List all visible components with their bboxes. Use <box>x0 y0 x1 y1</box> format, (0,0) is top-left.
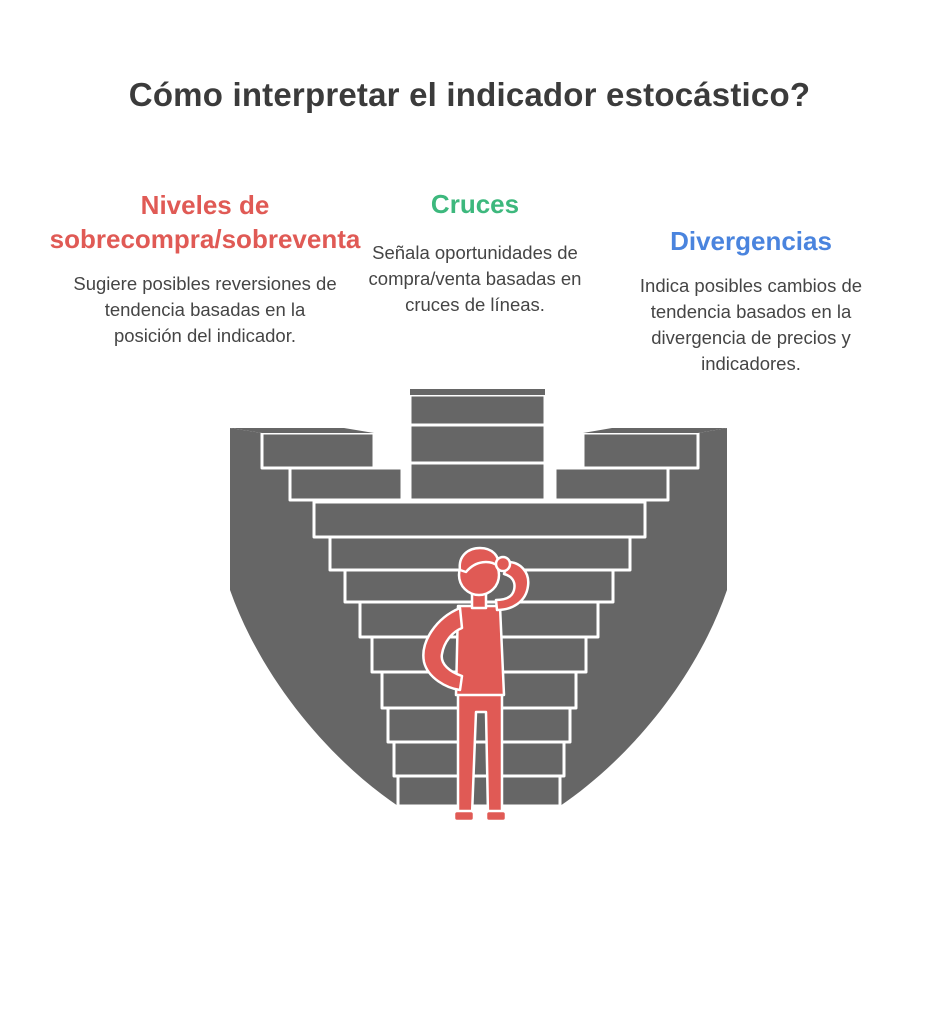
thinking-person-icon <box>422 546 530 823</box>
section-overbought-oversold: Niveles de sobrecompra/sobreventa Sugier… <box>20 188 390 349</box>
description-overbought-oversold: Sugiere posibles reversiones de tendenci… <box>73 273 337 346</box>
description-divergences: Indica posibles cambios de tendencia bas… <box>639 275 863 374</box>
ledge-caps <box>230 389 727 433</box>
description-crossovers: Señala oportunidades de compra/venta bas… <box>368 242 582 315</box>
section-divergences: Divergencias Indica posibles cambios de … <box>620 224 882 377</box>
heading-divergences: Divergencias <box>670 226 832 256</box>
heading-overbought-oversold: Niveles de sobrecompra/sobreventa <box>20 188 390 256</box>
heading-line-1: Niveles de <box>140 190 270 220</box>
section-crossovers: Cruces Señala oportunidades de compra/ve… <box>350 187 600 318</box>
heading-line-2: sobrecompra/sobreventa <box>49 224 361 254</box>
page-title: Cómo interpretar el indicador estocástic… <box>128 76 811 113</box>
heading-crossovers: Cruces <box>430 189 520 219</box>
